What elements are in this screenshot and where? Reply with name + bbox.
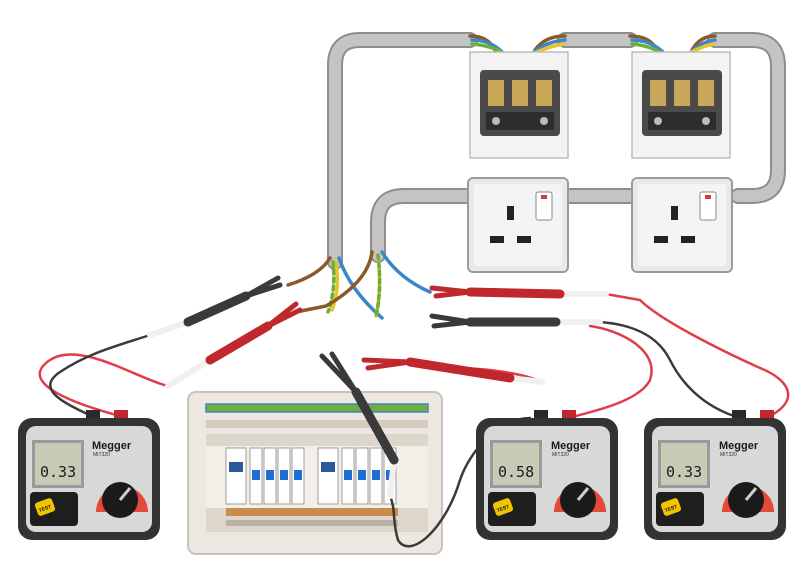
meter-model: MIT320: [552, 452, 569, 458]
socket-outlet-icon: [467, 177, 569, 273]
crocodile-clip-icon: [429, 313, 603, 329]
crocodile-clip-icon: [429, 285, 609, 299]
test-probe-icon: [319, 351, 399, 499]
megger-meter-3: Megger MIT320 0.33 TEST: [644, 410, 786, 540]
meter-model: MIT320: [93, 452, 110, 458]
rotary-dial-icon[interactable]: [722, 482, 774, 518]
socket-outlet-icon: [631, 177, 733, 273]
test-probe-icon: [361, 357, 545, 385]
meter-brand: Megger: [92, 440, 132, 452]
test-button-icon[interactable]: TEST: [492, 497, 514, 516]
test-button-icon[interactable]: TEST: [660, 497, 682, 516]
open-socket-2: [631, 51, 731, 159]
test-button-label: TEST: [496, 504, 510, 514]
test-probe-icon: [147, 275, 283, 338]
cable-ends: [286, 250, 432, 320]
meter-reading: 0.33: [666, 463, 702, 481]
consumer-unit: [187, 391, 443, 555]
rotary-dial-icon[interactable]: [96, 482, 148, 518]
megger-meter-1: Megger MIT320 0.33 TEST: [18, 410, 160, 540]
meter-reading: 0.58: [498, 463, 534, 481]
conduit-runs: [327, 32, 786, 270]
meter-brand: Megger: [551, 440, 591, 452]
test-probe-icon: [165, 301, 303, 389]
megger-meter-2: Megger MIT320 0.58 TEST: [476, 410, 618, 540]
test-button-label: TEST: [38, 504, 52, 514]
test-button-icon[interactable]: TEST: [34, 497, 56, 516]
test-button-label: TEST: [664, 504, 678, 514]
meter-model: MIT320: [720, 452, 737, 458]
meter-reading: 0.33: [40, 463, 76, 481]
rotary-dial-icon[interactable]: [554, 482, 606, 518]
meter-brand: Megger: [719, 440, 759, 452]
open-socket-1: [469, 51, 569, 159]
